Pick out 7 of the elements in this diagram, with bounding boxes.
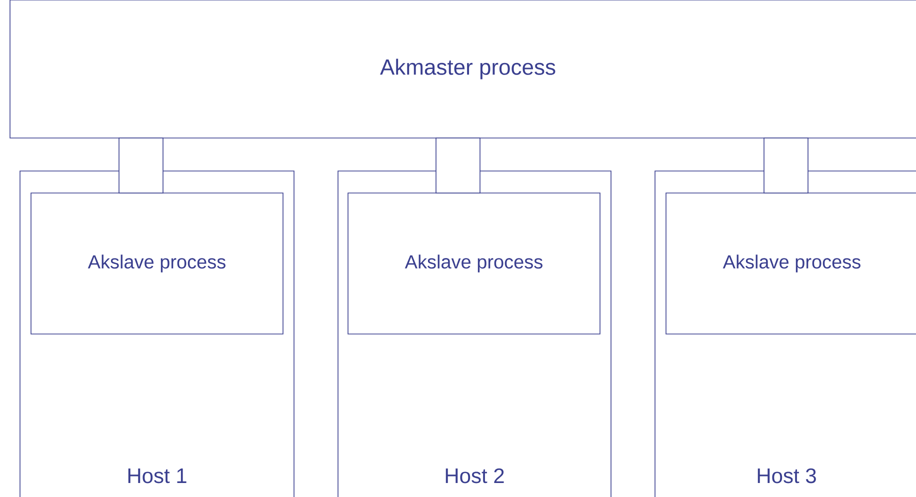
connector-box — [436, 138, 480, 194]
process-box: Akslave process — [666, 192, 916, 334]
connector-box — [764, 138, 808, 194]
connector-box — [118, 138, 164, 194]
process-box: Akmaster process — [10, 0, 916, 138]
process-box: Akslave process — [30, 192, 284, 334]
process-box: Akslave process — [348, 192, 600, 334]
